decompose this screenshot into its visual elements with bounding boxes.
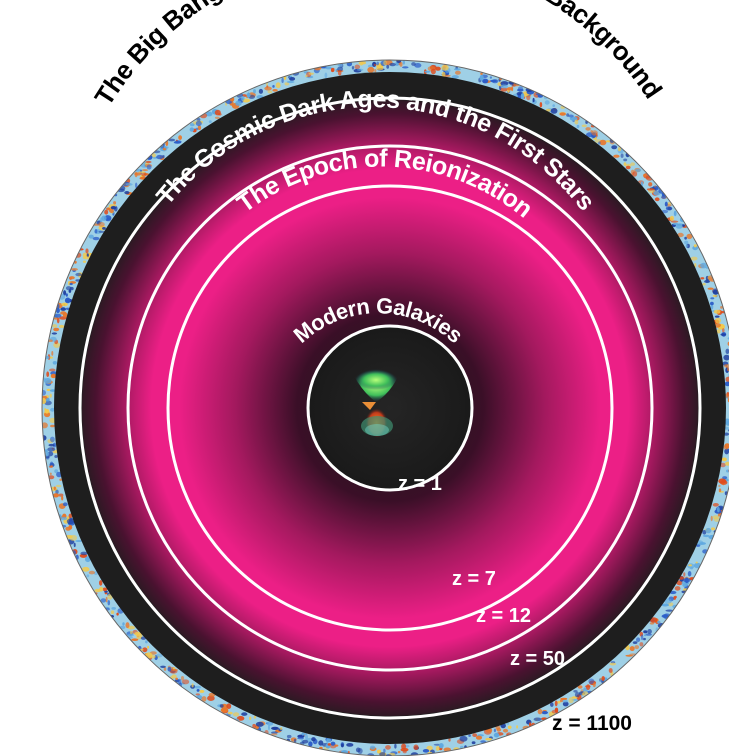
label-z1100: z = 1100 [552, 712, 632, 735]
label-z1: z = 1 [398, 473, 442, 495]
modern-galaxies-core [308, 326, 472, 490]
galaxy-hourglass-image [352, 369, 400, 438]
label-z12: z = 12 [476, 605, 531, 627]
ring-z50 [78, 96, 702, 720]
ring-z1 [306, 324, 474, 492]
label-z50: z = 50 [510, 648, 565, 670]
ring-z12 [126, 144, 654, 672]
label-z7: z = 7 [452, 568, 496, 590]
ring-z7 [166, 184, 614, 632]
